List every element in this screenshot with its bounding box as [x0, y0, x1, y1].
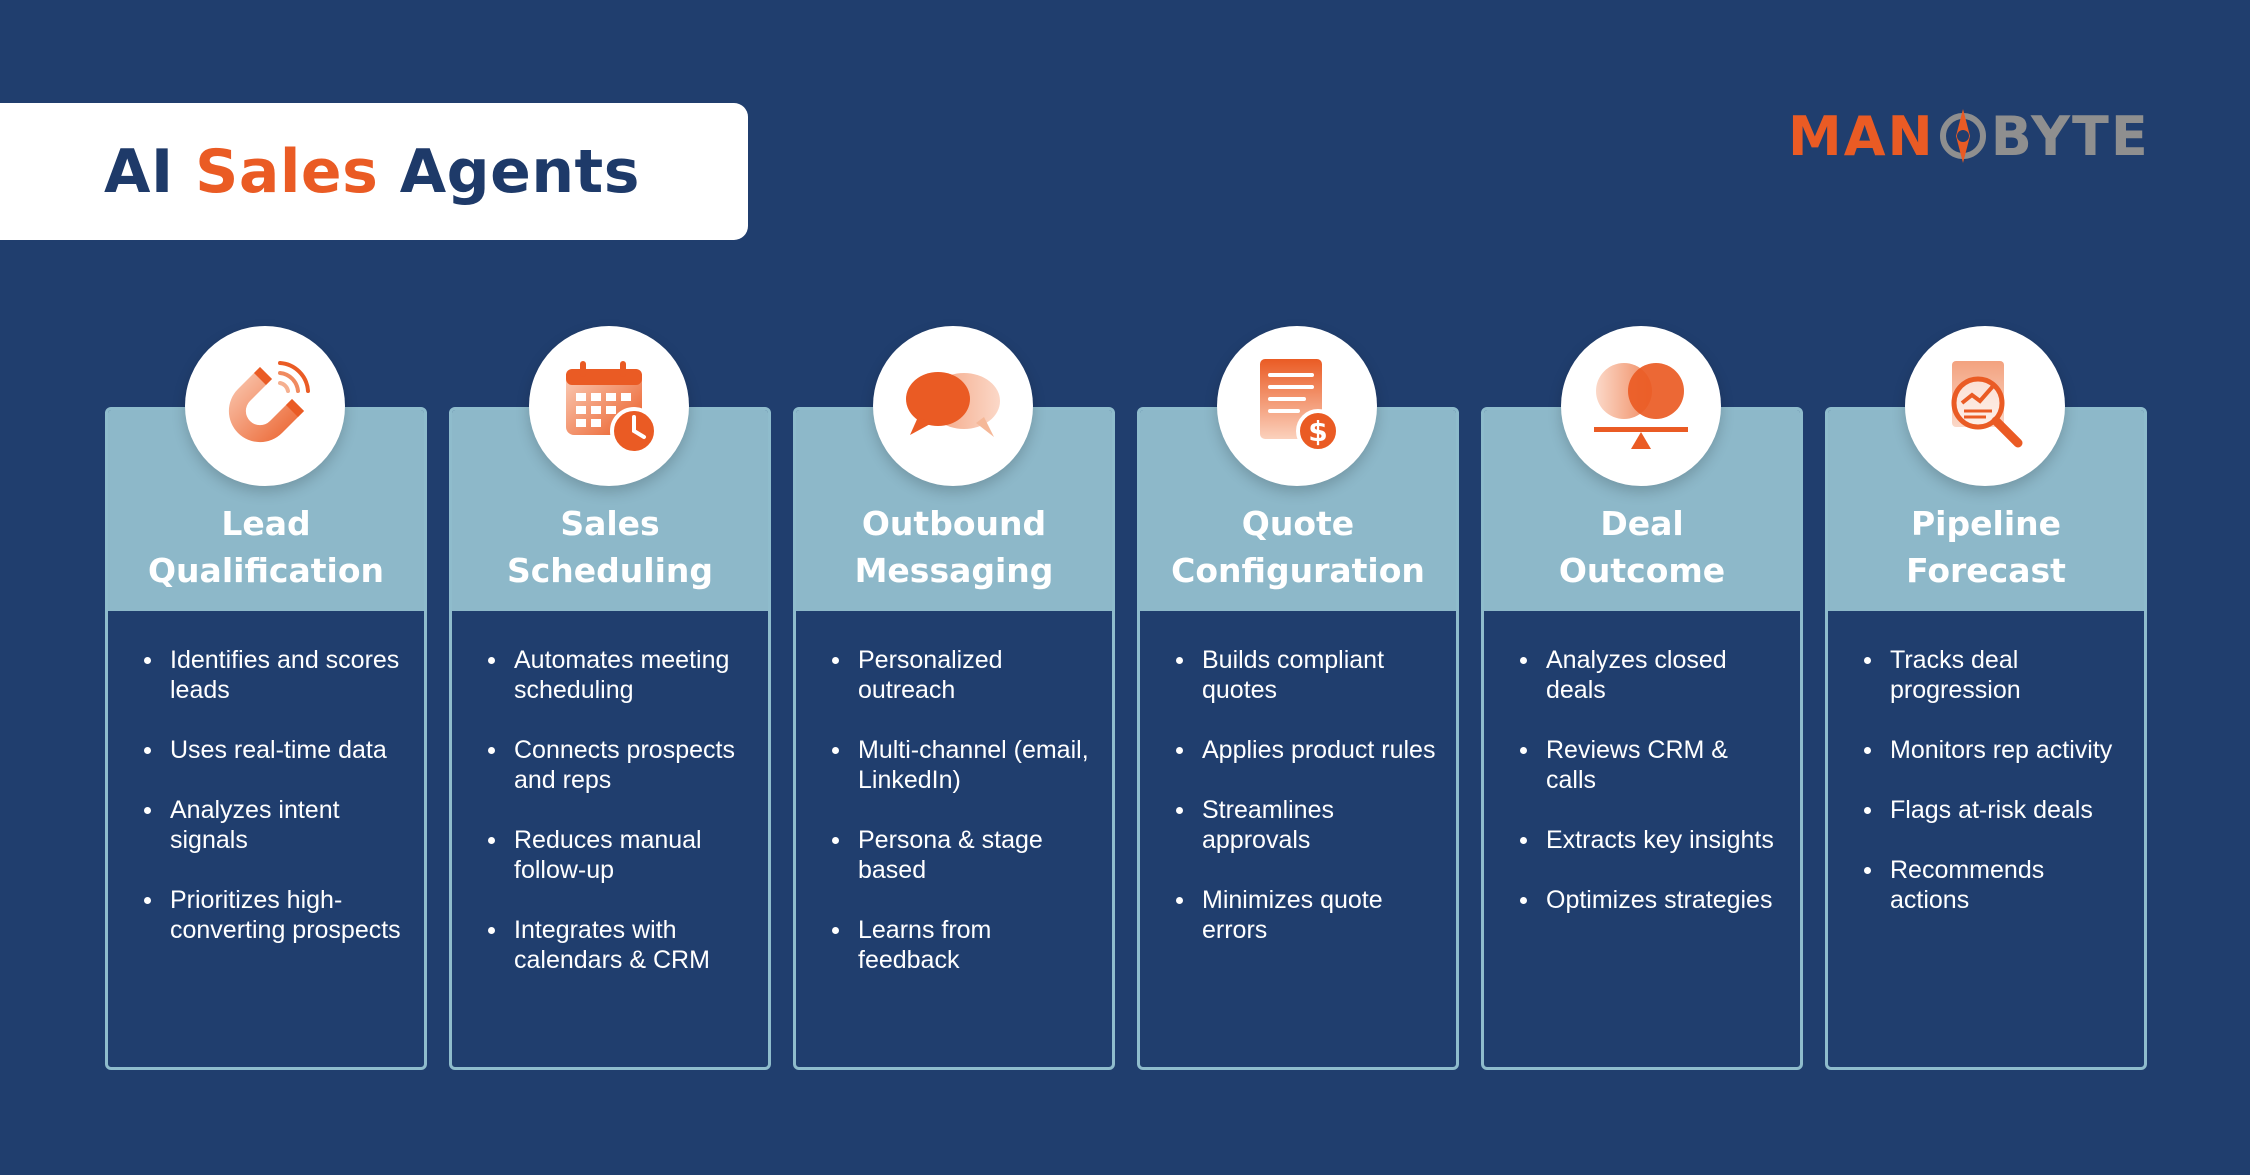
svg-text:$: $ [1308, 415, 1327, 448]
card-title-line2: Scheduling [506, 551, 714, 590]
list-item: Automates meeting scheduling [488, 645, 750, 705]
card-outbound-messaging: Outbound Messaging Personalized outreach… [793, 407, 1115, 1070]
list-item: Monitors rep activity [1864, 735, 2126, 765]
card-lead-qualification: Lead Qualification Identifies and scores… [105, 407, 427, 1070]
list-item: Minimizes quote errors [1176, 885, 1438, 945]
list-item: Flags at-risk deals [1864, 795, 2126, 825]
list-item: Streamlines approvals [1176, 795, 1438, 855]
card-title-line2: Configuration [1171, 551, 1425, 590]
list-item: Multi-channel (email, LinkedIn) [832, 735, 1094, 795]
report-magnifier-icon [1951, 361, 2023, 448]
card-quote-configuration: Quote Configuration Builds compliant quo… [1137, 407, 1459, 1070]
pipeline-forecast-icon-badge [1905, 326, 2065, 486]
deal-outcome-icon-badge [1561, 326, 1721, 486]
title-banner: AI Sales Agents [0, 103, 748, 240]
card-title-line2: Messaging [854, 551, 1054, 590]
card-title: Outbound Messaging [855, 500, 1054, 594]
overlap-balance-icon [1594, 363, 1688, 449]
card-title: Quote Configuration [1171, 500, 1425, 594]
bullet-list: Identifies and scores leads Uses real-ti… [108, 611, 424, 945]
card-title-line2: Outcome [1558, 551, 1726, 590]
list-item: Analyzes closed deals [1520, 645, 1782, 705]
list-item: Analyzes intent signals [144, 795, 406, 855]
bullet-list: Automates meeting scheduling Connects pr… [452, 611, 768, 975]
list-item: Applies product rules [1176, 735, 1438, 765]
list-item: Extracts key insights [1520, 825, 1782, 855]
quote-document-icon: $ [1260, 359, 1340, 453]
list-item: Persona & stage based [832, 825, 1094, 885]
outbound-messaging-icon-badge [873, 326, 1033, 486]
list-item: Tracks deal progression [1864, 645, 2126, 705]
title-word-sales: Sales [195, 136, 379, 207]
card-header: Lead Qualification [108, 410, 424, 611]
bullet-list: Tracks deal progression Monitors rep act… [1828, 611, 2144, 915]
card-title-line1: Lead [221, 504, 311, 543]
card-sales-scheduling: Sales Scheduling Automates meeting sched… [449, 407, 771, 1070]
list-item: Uses real-time data [144, 735, 406, 765]
card-title-line1: Pipeline [1911, 504, 2061, 543]
card-title: Lead Qualification [148, 500, 384, 594]
list-item: Prioritizes high-converting prospects [144, 885, 406, 945]
list-item: Connects prospects and reps [488, 735, 750, 795]
bullet-list: Builds compliant quotes Applies product … [1140, 611, 1456, 945]
card-title-line1: Outbound [861, 504, 1047, 543]
list-item: Reduces manual follow-up [488, 825, 750, 885]
title-word-agents: Agents [399, 136, 640, 207]
card-title: Sales Scheduling [507, 500, 713, 594]
card-header: Pipeline Forecast [1828, 410, 2144, 611]
list-item: Builds compliant quotes [1176, 645, 1438, 705]
logo-text-left: MAN [1788, 104, 1935, 168]
bullet-list: Analyzes closed deals Reviews CRM & call… [1484, 611, 1800, 915]
chat-bubbles-icon [906, 372, 1000, 437]
magnet-icon [228, 361, 310, 443]
sales-scheduling-icon-badge [529, 326, 689, 486]
card-header: Outbound Messaging [796, 410, 1112, 611]
list-item: Integrates with calendars & CRM [488, 915, 750, 975]
calendar-clock-icon [566, 361, 658, 455]
card-title: Deal Outcome [1559, 500, 1725, 594]
card-deal-outcome: Deal Outcome Analyzes closed deals Revie… [1481, 407, 1803, 1070]
card-title-line1: Quote [1241, 504, 1355, 543]
card-pipeline-forecast: Pipeline Forecast Tracks deal progressio… [1825, 407, 2147, 1070]
compass-icon [1939, 109, 1986, 163]
list-item: Recommends actions [1864, 855, 2126, 915]
card-title-line2: Forecast [1906, 551, 2066, 590]
list-item: Reviews CRM & calls [1520, 735, 1782, 795]
list-item: Identifies and scores leads [144, 645, 406, 705]
title-word-ai: AI [104, 136, 174, 207]
card-title: Pipeline Forecast [1906, 500, 2066, 594]
list-item: Learns from feedback [832, 915, 1094, 975]
bullet-list: Personalized outreach Multi-channel (ema… [796, 611, 1112, 975]
card-title-line2: Qualification [148, 551, 384, 590]
list-item: Optimizes strategies [1520, 885, 1782, 915]
page-title: AI Sales Agents [104, 137, 640, 207]
card-title-line1: Deal [1600, 504, 1684, 543]
lead-qualification-icon-badge [185, 326, 345, 486]
card-title-line1: Sales [560, 504, 660, 543]
list-item: Personalized outreach [832, 645, 1094, 705]
logo-text-right: BYTE [1990, 104, 2150, 168]
quote-configuration-icon-badge: $ [1217, 326, 1377, 486]
brand-logo: MAN BYTE [1788, 104, 2150, 168]
